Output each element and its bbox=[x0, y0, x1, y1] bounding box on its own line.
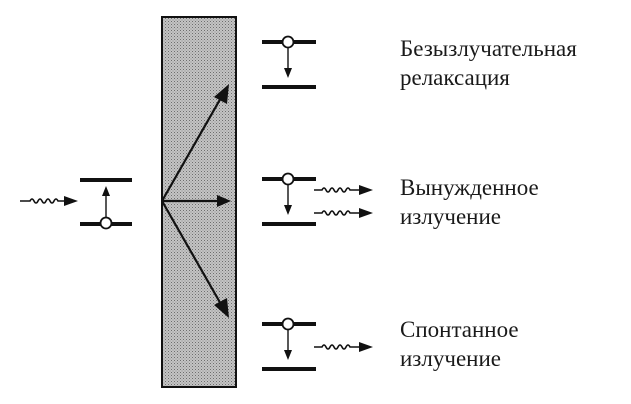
nonradiative-label-line1: Безызлучательная bbox=[400, 36, 577, 61]
spontaneous-levels bbox=[262, 317, 316, 371]
electron-dot bbox=[281, 172, 295, 186]
nonradiative-label-line2: релаксация bbox=[400, 65, 510, 90]
excitation-arrow-head bbox=[102, 186, 110, 196]
relaxation-arrow-head bbox=[284, 68, 292, 78]
ray-down-head bbox=[214, 298, 229, 318]
ray-middle-head bbox=[217, 195, 231, 207]
rays bbox=[161, 84, 231, 318]
electron-dot bbox=[281, 35, 295, 49]
spontaneous-label-line2: излучение bbox=[400, 346, 501, 371]
incoming-photon bbox=[20, 196, 78, 206]
stimulated-photon-1 bbox=[314, 185, 373, 195]
spontaneous-photon bbox=[314, 342, 373, 352]
spontaneous-label-line1: Спонтанное bbox=[400, 317, 519, 342]
stimulated-levels bbox=[262, 172, 316, 226]
ray-down bbox=[161, 200, 223, 307]
ray-up bbox=[161, 95, 223, 202]
nonradiative-levels bbox=[262, 35, 316, 89]
ray-up-head bbox=[214, 84, 229, 104]
stimulated-photon-2 bbox=[314, 208, 373, 218]
electron-dot bbox=[281, 317, 295, 331]
emission-arrow-head bbox=[284, 205, 292, 215]
absorption-levels bbox=[80, 178, 132, 230]
stimulated-label-line1: Вынужденное bbox=[400, 175, 539, 200]
electron-dot bbox=[99, 216, 113, 230]
emission-arrow-head bbox=[284, 350, 292, 360]
stimulated-label-line2: излучение bbox=[400, 204, 501, 229]
